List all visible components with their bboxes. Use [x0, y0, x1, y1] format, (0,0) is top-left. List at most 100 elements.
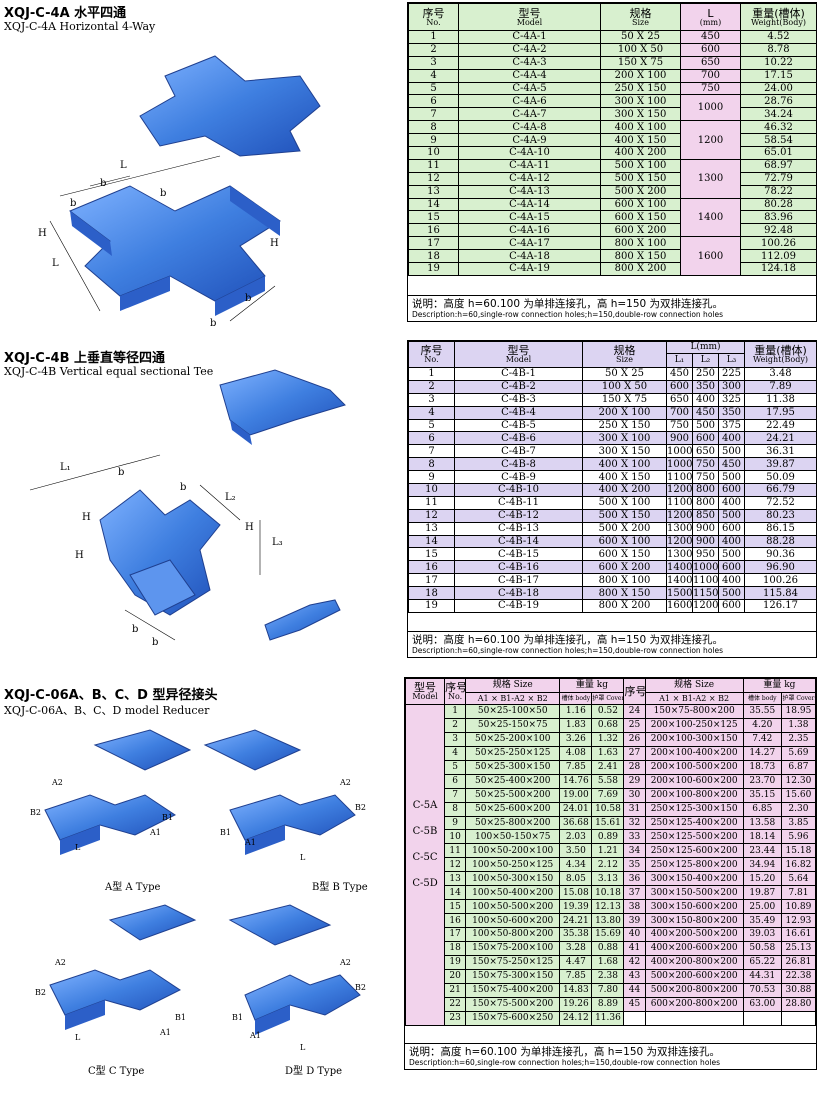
row-length: 600: [680, 42, 741, 57]
row-length: 1000: [680, 94, 741, 122]
row-no: 13: [444, 871, 467, 887]
row-weight: 22.49: [744, 418, 816, 433]
row-cover: 2.12: [591, 857, 625, 873]
row-size: 50×25-800×200: [465, 815, 561, 831]
row-cover: 1.68: [591, 954, 625, 970]
row-cover: 7.81: [780, 885, 816, 901]
row-cover: 1.63: [591, 745, 625, 761]
row-no: 1: [444, 704, 467, 719]
row-no: 11: [444, 843, 467, 859]
row-size: 50×25-300×150: [465, 759, 561, 775]
dim-H-1: H: [82, 512, 91, 523]
row-l2: 800: [692, 495, 719, 510]
row-weight: 86.15: [744, 521, 816, 536]
row-length: 450: [680, 30, 741, 44]
dim-a1-d: A1: [249, 1031, 261, 1040]
row-body: 4.47: [559, 954, 593, 970]
row-size: 200 X 100: [600, 68, 681, 83]
row-size: 500 X 150: [582, 508, 667, 523]
row-size: 500 X 100: [582, 495, 667, 510]
row-body: 6.85: [742, 801, 782, 817]
row-model: C-4B-14: [454, 534, 583, 549]
row-body: 7.85: [559, 968, 593, 984]
row-body: 63.00: [742, 996, 782, 1012]
row-length: 650: [680, 55, 741, 70]
row-cover: 10.58: [591, 801, 625, 817]
row-no: 16: [408, 223, 459, 238]
row-no: 5: [408, 418, 455, 433]
row-length: 700: [680, 68, 741, 83]
type-a-label: A型 A Type: [105, 882, 161, 893]
row-body: 35.55: [742, 704, 782, 719]
row-body: 4.08: [559, 745, 593, 761]
row-body: 18.73: [742, 759, 782, 775]
row-length: 1200: [680, 120, 741, 160]
row-l2: 1200: [692, 599, 719, 613]
row-size: 600 X 150: [600, 210, 681, 225]
row-no: 6: [408, 94, 459, 109]
row-model: C-4B-19: [454, 599, 583, 613]
row-body: 65.22: [742, 954, 782, 970]
row-size: 400 X 150: [582, 470, 667, 485]
row-no: 10: [408, 483, 455, 497]
row-body: 3.26: [559, 731, 593, 747]
row-l2: 750: [692, 457, 719, 472]
row-l1: 650: [666, 392, 693, 407]
dim-b-1: b: [118, 467, 124, 478]
row-no: 10: [444, 829, 467, 845]
row-weight: 80.23: [744, 508, 816, 523]
row-size: 500 X 200: [582, 521, 667, 536]
header-l2: L₂: [692, 353, 719, 368]
cover-channel: [264, 599, 341, 641]
row-size: [644, 1010, 744, 1026]
row-model: C-4B-6: [454, 431, 583, 446]
row-weight: 88.28: [744, 534, 816, 549]
row-size: 200×100-600×200: [644, 773, 744, 789]
row-size: 200 X 100: [582, 405, 667, 420]
row-no: 28: [623, 759, 646, 775]
row-size: 50×25-400×200: [465, 773, 561, 789]
row-l3: 500: [718, 586, 745, 601]
row-body: 7.85: [559, 759, 593, 775]
row-length: 750: [680, 81, 741, 96]
row-size: 300 X 150: [582, 444, 667, 459]
dim-b-5: b: [210, 318, 216, 329]
row-l3: 225: [718, 367, 745, 381]
row-model: C-4A-13: [458, 184, 601, 199]
row-no: 44: [623, 982, 646, 998]
row-cover: 16.82: [780, 857, 816, 873]
row-body: 34.94: [742, 857, 782, 873]
row-l3: 600: [718, 560, 745, 575]
row-cover: 8.89: [591, 996, 625, 1012]
row-model: C-4A-2: [458, 42, 601, 57]
row-weight: 66.79: [744, 483, 816, 497]
row-l2: 850: [692, 508, 719, 523]
row-body: 2.03: [559, 829, 593, 845]
row-weight: 36.31: [744, 444, 816, 459]
row-no: 6: [444, 773, 467, 789]
header-cover-right: 护罩 Cover: [780, 692, 816, 705]
row-size: 150×75-300×150: [465, 968, 561, 984]
row-weight: 24.00: [740, 81, 816, 96]
dim-b-2: b: [180, 482, 186, 493]
row-cover: 2.35: [780, 731, 816, 747]
row-no: 7: [408, 444, 455, 459]
row-size: 300 X 150: [600, 107, 681, 122]
row-no: 2: [408, 379, 455, 394]
section1-title: XQJ-C-4A 水平四通: [4, 6, 127, 21]
row-size: 100×50-800×200: [465, 927, 561, 942]
